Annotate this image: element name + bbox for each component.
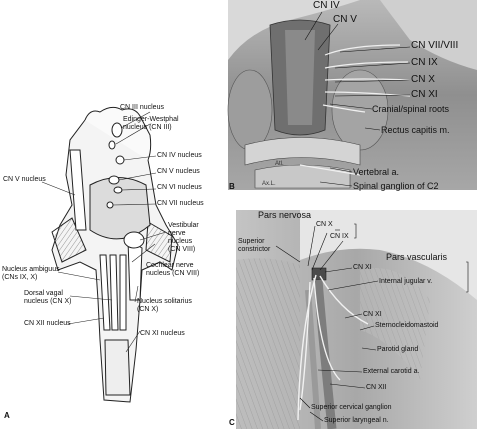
label-c-sternocleidomastoid: Sternocleidomastoid [375,322,439,329]
brainstem-drawing [51,106,179,403]
panel-a-leaders [41,111,167,353]
label-c-pars-nervosa: Pars nervosa [258,210,312,220]
label-b-cn11: CN XI [411,89,438,100]
label-c-cn12: CN XII [366,384,387,391]
label-c-parotid-gland: Parotid gland [377,346,419,353]
label-b-cn4: CN IV [313,0,340,11]
label-c-cn11-top: CN XI [353,264,372,271]
label-b-atlas: Atl. [275,161,284,167]
panel-c-leaders [275,223,469,422]
label-cn6-nucleus: CN VI nucleus [157,184,202,191]
label-b-cranial-spinal-roots: Cranial/spinal roots [372,104,450,114]
label-c-cn11-mid: CN XI [363,311,382,318]
label-b-cn9: CN IX [411,57,438,68]
label-b-rectus-capitis: Rectus capitis m. [381,125,450,135]
label-cn5-nucleus-left: CN V nucleus [3,176,46,183]
label-c-superior-cervical-ganglion: Superior cervical ganglion [311,404,392,411]
panel-letter-a: A [4,411,10,420]
label-nucleus-solitarius: Nucleus solitarius (CN X) [137,298,192,313]
panel-letter-b: B [229,182,235,191]
label-nucleus-ambiguus: Nucleus ambiguus (CNs IX, X) [2,266,60,281]
label-cn7-nucleus: CN VII nucleus [157,200,204,207]
label-vestibular-nucleus: Vestibular nerve nucleus (CN VIII) [168,222,199,253]
label-c-internal-jugular: Internal jugular v. [379,278,433,285]
label-b-vertebral-artery: Vertebral a. [353,167,400,177]
label-c-superior-constrictor: Superior constrictor [238,238,271,253]
label-b-cn5: CN V [333,14,357,25]
label-edinger-westphal: Edinger-Westphal nucleus (CN III) [123,116,179,131]
label-cn12-nucleus: CN XII nucleus [24,320,71,327]
panel-letter-c: C [229,418,235,427]
label-b-cn7-8: CN VII/VIII [411,40,459,51]
panel-c-image [236,210,477,429]
label-c-pars-vascularis: Pars vascularis [386,252,448,262]
label-cn3-nucleus: CN III nucleus [120,104,164,111]
label-c-cn10: CN X [316,221,333,228]
label-b-axis: Ax.L. [262,181,276,187]
label-cn5-nucleus-right: CN V nucleus [157,168,200,175]
panel-b-image [227,0,477,190]
panel-b-leaders [304,11,411,187]
label-cn4-nucleus: CN IV nucleus [157,152,202,159]
label-cn11-nucleus: CN XI nucleus [140,330,185,337]
label-cochlear-nucleus: Cochlear nerve nucleus (CN VIII) [146,262,200,277]
label-c-superior-laryngeal: Superior laryngeal n. [324,417,389,424]
label-dorsal-vagal-nucleus: Dorsal vagal nucleus (CN X) [24,290,72,305]
label-b-spinal-ganglion-c2: Spinal ganglion of C2 [353,181,439,191]
label-c-cn9: CN IX [330,233,349,240]
label-b-cn10: CN X [411,74,435,85]
label-c-external-carotid: External carotid a. [363,368,420,375]
